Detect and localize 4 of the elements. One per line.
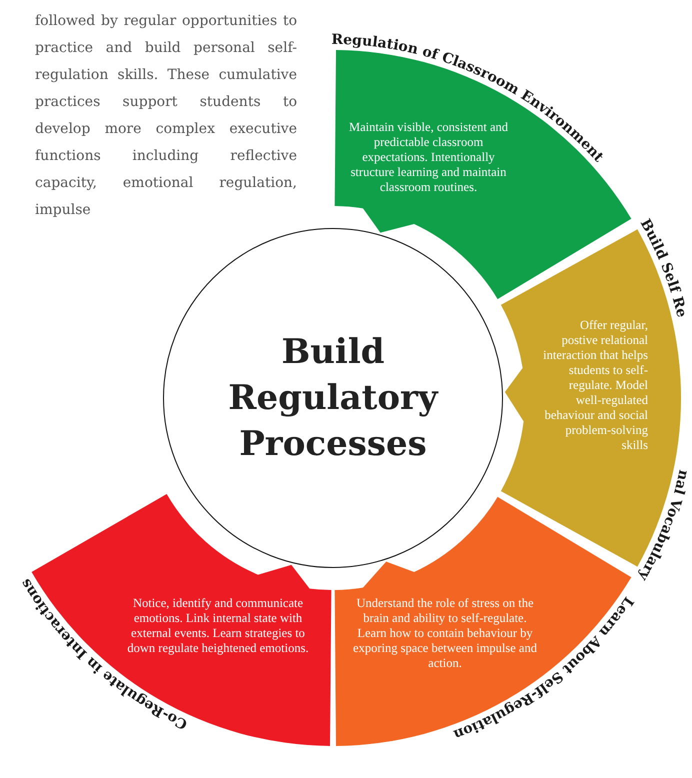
segment-text: Maintain visible, consistent and predictable classroom expectations. Intentionally structure learning and maintain classroom routines. xyxy=(348,120,509,195)
paragraph-text: followed by regular opportunities to practice and build personal self-regulation skills. These cumulative practices support students to develop more complex executive functions including reflective capacity, emotional regulation, impulse xyxy=(35,12,297,220)
segment-text: Offer regular, postive relational interaction that helps students to self-regulate. Model well-regulated behaviour and social problem-solving skills xyxy=(542,318,648,453)
center-title: Build Regulatory Processes xyxy=(227,331,440,466)
